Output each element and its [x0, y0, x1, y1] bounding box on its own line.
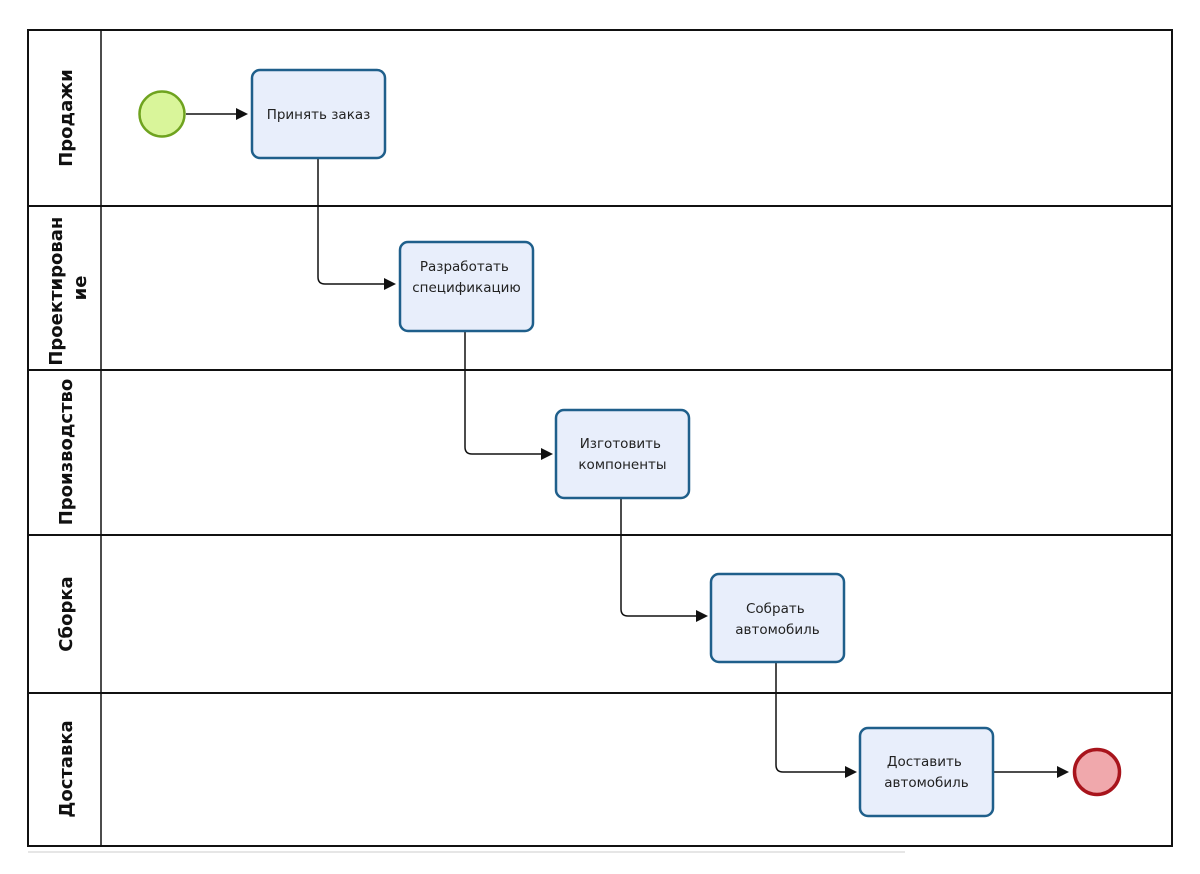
task-label: Изготовить компоненты [578, 436, 666, 473]
flow-components-to-assemble [620, 498, 708, 622]
connectors [186, 108, 1069, 778]
lane-production: Производство [56, 379, 77, 526]
lane-label-sales: Продажи [56, 69, 77, 167]
lane-label-production: Производство [56, 379, 77, 526]
task-develop-spec: Разработать спецификацию [398, 240, 535, 333]
flow-spec-to-components [464, 331, 553, 460]
lane-label-design: Проектирован ие [46, 210, 91, 365]
task-label: Доставить автомобиль [884, 754, 969, 791]
flow-assemble-to-deliver [775, 662, 857, 778]
lane-assembly: Сборка [56, 576, 77, 651]
task-make-components: Изготовить компоненты [554, 408, 691, 500]
start-event [138, 90, 186, 138]
task-label: Разработать спецификацию [412, 259, 521, 296]
task-accept-order: Принять заказ [250, 68, 387, 160]
end-event [1072, 747, 1122, 797]
pool [27, 29, 1173, 853]
lane-label-assembly: Сборка [56, 576, 77, 651]
flow-accept-to-spec [317, 158, 396, 290]
task-label: Собрать автомобиль [735, 601, 820, 638]
lane-delivery: Доставка [56, 720, 77, 817]
lane-label-delivery: Доставка [56, 720, 77, 817]
lane-sales: Продажи [56, 69, 77, 167]
task-deliver-car: Доставить автомобиль [858, 726, 995, 818]
task-label: Принять заказ [267, 107, 371, 123]
lane-design: Проектирован ие [46, 210, 91, 366]
task-assemble-car: Собрать автомобиль [709, 572, 846, 664]
